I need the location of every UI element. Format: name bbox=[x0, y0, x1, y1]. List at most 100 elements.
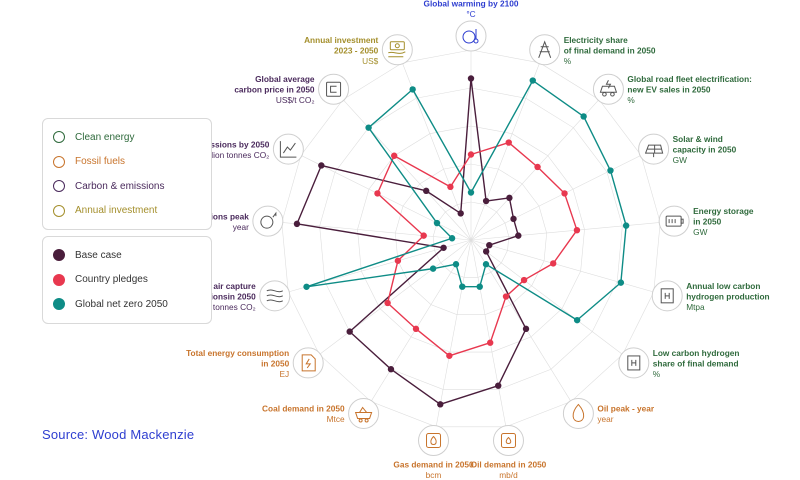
solar-panel-icon bbox=[644, 144, 664, 158]
axis-name-4-line-0: Energy storage bbox=[693, 206, 754, 216]
series-0-point-4 bbox=[515, 232, 522, 239]
axis-unit-0: °C bbox=[466, 9, 475, 19]
grid-spoke-14 bbox=[300, 155, 472, 241]
axis-unit-4: GW bbox=[693, 227, 707, 237]
axis-name-1-line-0: Electricity share bbox=[564, 35, 628, 45]
radar-grid bbox=[281, 49, 661, 428]
axis-2: Global road fleet electrification:new EV… bbox=[592, 73, 752, 105]
oil-barrel-icon bbox=[500, 433, 516, 449]
series-1 bbox=[374, 139, 581, 359]
axis-unit-15: US$/t CO₂ bbox=[276, 95, 315, 105]
series-2-point-12 bbox=[303, 283, 310, 290]
series-0-point-9 bbox=[437, 401, 444, 408]
series-2-point-15 bbox=[365, 124, 372, 131]
axis-name-16-line-0: Annual investment bbox=[304, 35, 378, 45]
electric-car-icon bbox=[599, 80, 618, 97]
series-1-point-8 bbox=[487, 339, 494, 346]
grid-ring-4 bbox=[319, 87, 623, 390]
axis-name-3-line-0: Solar & wind bbox=[673, 134, 723, 144]
axis-unit-8: mb/d bbox=[499, 470, 518, 480]
axis-unit-16: US$ bbox=[362, 56, 379, 66]
series-0-point-11 bbox=[346, 328, 353, 335]
legend-scenario-1: Country pledges bbox=[53, 268, 201, 293]
axis-name-14-line-0: Net emissions by 2050 bbox=[180, 139, 269, 149]
legend-scenario-swatch-0 bbox=[53, 249, 65, 262]
axis-unit-14: billion tonnes CO₂ bbox=[203, 150, 269, 160]
axis-unit-2: % bbox=[627, 95, 635, 105]
axis-unit-11: EJ bbox=[280, 369, 290, 379]
axis-name-13-line-0: Emissions peak bbox=[186, 211, 249, 221]
series-1-point-5 bbox=[550, 260, 557, 267]
axis-name-16-line-1: 2023 - 2050 bbox=[334, 45, 379, 55]
series-1-point-2 bbox=[534, 163, 541, 171]
legend-category-3: Annual investment bbox=[53, 199, 201, 224]
grid-ring-2 bbox=[395, 163, 547, 316]
legend-category-label-0: Clean energy bbox=[75, 131, 135, 143]
axis-name-3-line-1: capacity in 2050 bbox=[673, 145, 737, 155]
series-0-point-1 bbox=[482, 197, 490, 205]
series-0-point-3 bbox=[510, 215, 517, 223]
axis-name-4-line-1: in 2050 bbox=[693, 217, 722, 227]
source-note: Source: Wood Mackenzie bbox=[42, 427, 195, 442]
axis-name-2-line-1: new EV sales in 2050 bbox=[627, 85, 710, 95]
series-1-point-14 bbox=[374, 190, 381, 197]
grid-spoke-4 bbox=[470, 222, 661, 241]
legend-category-2: Carbon & emissions bbox=[53, 174, 201, 199]
axis-name-6-line-0: Low carbon hydrogen bbox=[653, 348, 740, 358]
energy-document-icon bbox=[301, 354, 316, 372]
battery-icon bbox=[665, 215, 684, 227]
grid-spoke-8 bbox=[470, 239, 507, 427]
series-2-point-13 bbox=[448, 235, 456, 242]
series-2-point-10 bbox=[452, 261, 460, 268]
axis-icon-ring-13 bbox=[252, 205, 284, 237]
series-2-point-2 bbox=[580, 113, 587, 120]
axis-name-9-line-0: Gas demand in 2050 bbox=[393, 460, 474, 470]
axis-name-15-line-1: carbon price in 2050 bbox=[234, 85, 315, 95]
axis-name-5-line-1: hydrogen production bbox=[686, 291, 769, 301]
globe-thermometer-icon bbox=[462, 29, 479, 44]
series-0-point-6 bbox=[482, 248, 490, 255]
axis-unit-9: bcm bbox=[426, 470, 442, 480]
axis-unit-13: year bbox=[233, 222, 249, 232]
axis-labels: Global warming by 2100°C Electricity shar… bbox=[155, 0, 769, 480]
axis-name-6-line-1: share of final demand bbox=[653, 358, 739, 368]
grid-ring-3 bbox=[357, 125, 585, 353]
series-1-point-16 bbox=[447, 183, 454, 191]
legend-scenario-2: Global net zero 2050 bbox=[53, 292, 201, 317]
axis-name-0-line-0: Global warming by 2100 bbox=[424, 0, 519, 9]
series-2-point-14 bbox=[433, 219, 441, 227]
axis-name-12-line-1: reductionsin 2050 bbox=[185, 291, 256, 301]
axis-name-11-line-1: in 2050 bbox=[261, 358, 290, 368]
series-1-point-0 bbox=[467, 151, 475, 158]
emissions-chart-icon bbox=[279, 141, 297, 158]
air-capture-icon bbox=[266, 289, 284, 303]
legend-category-swatch-3 bbox=[53, 204, 65, 217]
axis-unit-5: Mtpa bbox=[686, 302, 705, 312]
axis-0: Global warming by 2100°C bbox=[424, 0, 519, 52]
axis-name-11-line-0: Total energy consumption bbox=[186, 348, 289, 358]
grid-spoke-15 bbox=[342, 99, 472, 241]
series-1-point-6 bbox=[520, 276, 528, 284]
legend-scenario-label-2: Global net zero 2050 bbox=[75, 298, 168, 310]
series-1-point-13 bbox=[420, 232, 427, 239]
series-0-point-0 bbox=[467, 75, 475, 82]
axis-icon-ring-8 bbox=[492, 425, 524, 457]
legend-category-1: Fossil fuels bbox=[53, 150, 201, 175]
series-line-0 bbox=[296, 77, 527, 406]
axis-name-7-line-0: Oil peak - year bbox=[597, 404, 654, 414]
axis-unit-7: year bbox=[597, 414, 613, 424]
axis-unit-12: billions of tonnes CO₂ bbox=[176, 302, 256, 312]
legend-scenario-label-1: Country pledges bbox=[75, 274, 148, 286]
series-0-point-10 bbox=[387, 366, 395, 373]
series-1-point-7 bbox=[502, 293, 510, 300]
